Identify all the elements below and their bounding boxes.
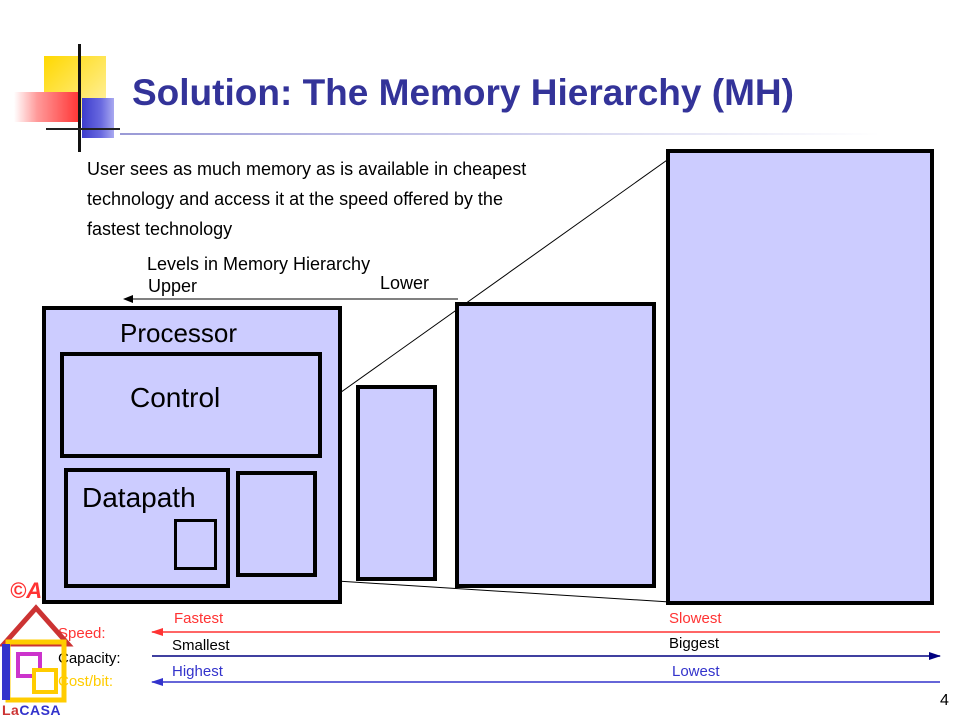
fastest-label: Fastest	[174, 610, 224, 627]
upper-label: Upper	[148, 276, 198, 296]
slide-title: Solution: The Memory Hierarchy (MH)	[132, 72, 794, 113]
intro-text: User sees as much memory as is available…	[87, 154, 677, 244]
lower-label: Lower	[380, 273, 430, 293]
slowest-label: Slowest	[669, 610, 722, 627]
lacasa-logo	[0, 604, 74, 703]
datapath-label: Datapath	[82, 482, 196, 513]
lacasa-text: LaCASA	[2, 702, 61, 718]
speed-label: Speed:	[58, 625, 106, 642]
intro-line: fastest technology	[87, 219, 233, 239]
on-chip-cache-box	[236, 471, 317, 577]
second-level-cache-box	[356, 385, 437, 581]
smallest-label: Smallest	[172, 637, 230, 654]
control-box	[60, 352, 322, 458]
levels-label: Levels in Memory Hierarchy	[147, 254, 371, 274]
cost-label: Cost/bit:	[58, 673, 114, 690]
capacity-label: Capacity:	[58, 650, 121, 667]
title-decoration-blue-square	[82, 98, 114, 138]
title-decoration-horizontal-line	[46, 128, 120, 130]
intro-line: technology and access it at the speed of…	[87, 189, 503, 209]
main-memory-box	[455, 302, 656, 588]
biggest-label: Biggest	[669, 635, 720, 652]
register-file-box	[174, 519, 217, 570]
highest-label: Highest	[172, 663, 223, 680]
intro-line: User sees as much memory as is available…	[87, 159, 527, 179]
lacasa-text-prefix: La	[2, 702, 20, 718]
title-decoration-vertical-line	[78, 44, 81, 152]
title-underline	[120, 133, 880, 135]
lowest-label: Lowest	[672, 663, 720, 680]
processor-label: Processor	[120, 318, 238, 348]
copyright-mark: ©A	[10, 578, 43, 603]
title-decoration-red-bar	[14, 92, 80, 122]
secondary-storage-box	[666, 149, 934, 605]
page-number: 4	[940, 692, 949, 709]
control-label: Control	[130, 382, 221, 413]
lacasa-text-suffix: CASA	[19, 702, 62, 718]
